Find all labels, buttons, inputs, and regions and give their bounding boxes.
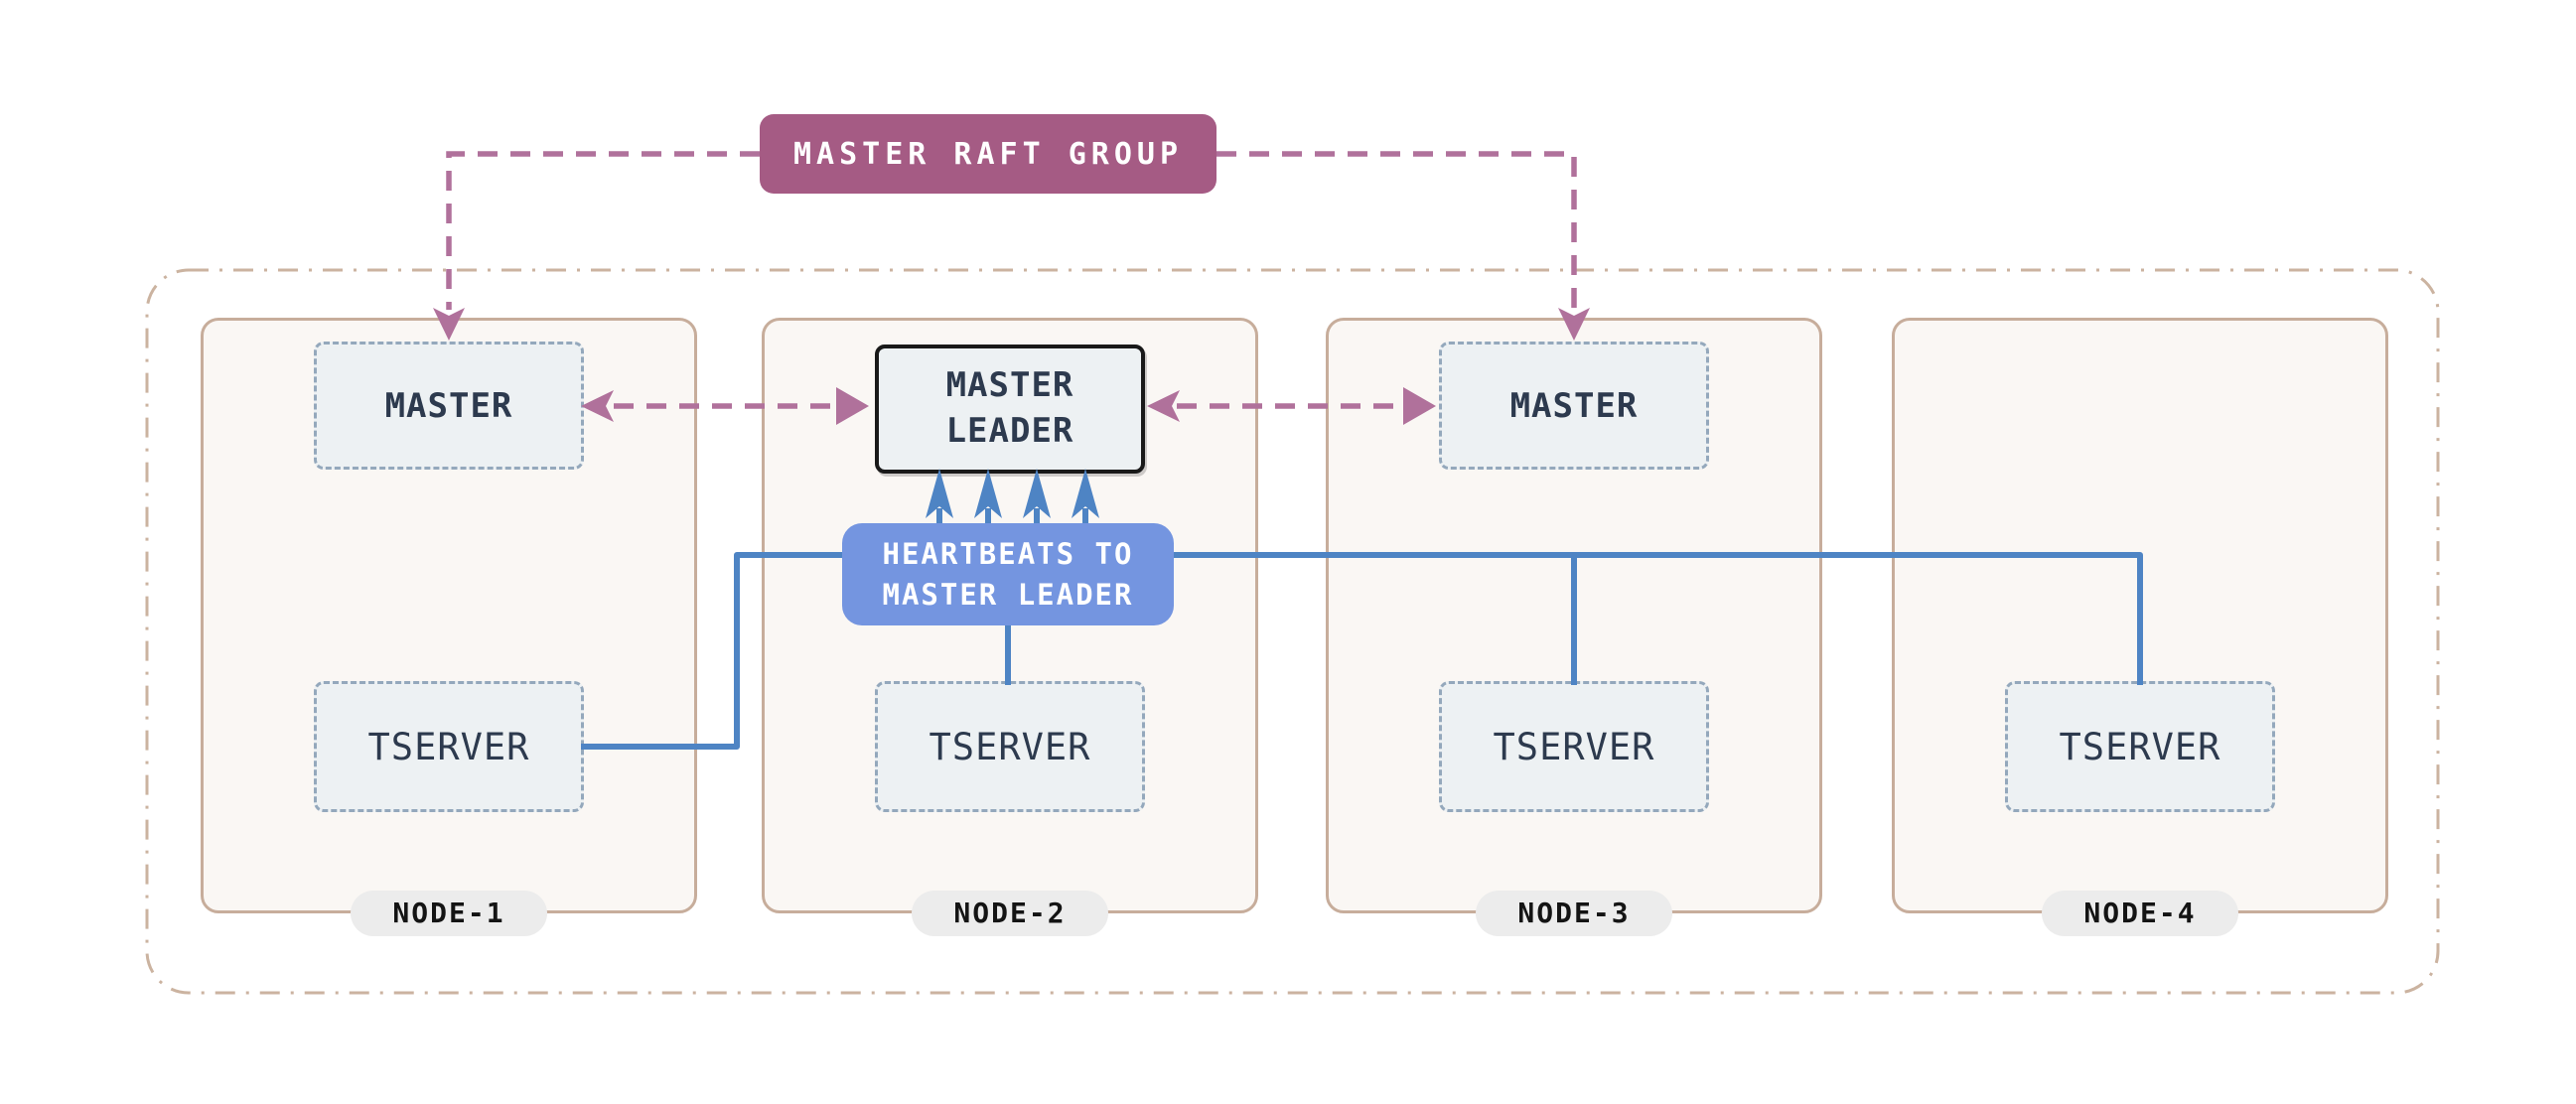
node-4-container: TSERVER NODE-4 (1892, 318, 2388, 936)
node-2-tserver-label: TSERVER (929, 725, 1091, 768)
master-raft-group-box: MASTER RAFT GROUP (760, 114, 1216, 194)
raft-to-master3-connector (1216, 151, 1590, 341)
raft-to-master1-connector (433, 151, 760, 341)
node-2-tserver-box: TSERVER (875, 681, 1145, 812)
master1-leader-raft-link (581, 387, 869, 425)
heartbeats-line1: HEARTBEATS TO (882, 536, 1134, 571)
tserver1-to-heartbeats-line (581, 552, 844, 750)
node-4-tserver-label: TSERVER (2059, 725, 2221, 768)
master-leader-line1: MASTER (945, 365, 1074, 406)
node-1-tserver-box: TSERVER (314, 681, 584, 812)
node-3-master-box: MASTER (1439, 342, 1709, 470)
node-4-badge: NODE-4 (2042, 891, 2238, 936)
node-1-master-label: MASTER (384, 385, 513, 426)
cluster-dashdot-border (145, 268, 2440, 995)
heartbeats-callout-box: HEARTBEATS TO MASTER LEADER (842, 523, 1174, 625)
heartbeats-line2: MASTER LEADER (882, 577, 1134, 612)
node-1-master-box: MASTER (314, 342, 584, 470)
node-3-tserver-label: TSERVER (1493, 725, 1655, 768)
leader-master3-raft-link (1147, 387, 1436, 425)
node-1-badge: NODE-1 (351, 891, 547, 936)
master-leader-box: MASTER LEADER (875, 345, 1145, 474)
node-3-tserver-box: TSERVER (1439, 681, 1709, 812)
node-3-badge: NODE-3 (1476, 891, 1672, 936)
node-1-container: MASTER TSERVER NODE-1 (201, 318, 697, 936)
node-4-tserver-box: TSERVER (2005, 681, 2275, 812)
node-3-master-label: MASTER (1509, 385, 1639, 426)
heartbeats-to-tserver3-tserver4-line (1172, 552, 2143, 685)
heartbeat-arrows-to-leader (926, 469, 1099, 533)
master-leader-line2: LEADER (945, 411, 1074, 451)
master-raft-group-label: MASTER RAFT GROUP (792, 136, 1184, 172)
node-1-tserver-label: TSERVER (367, 725, 530, 768)
node-2-badge: NODE-2 (912, 891, 1108, 936)
